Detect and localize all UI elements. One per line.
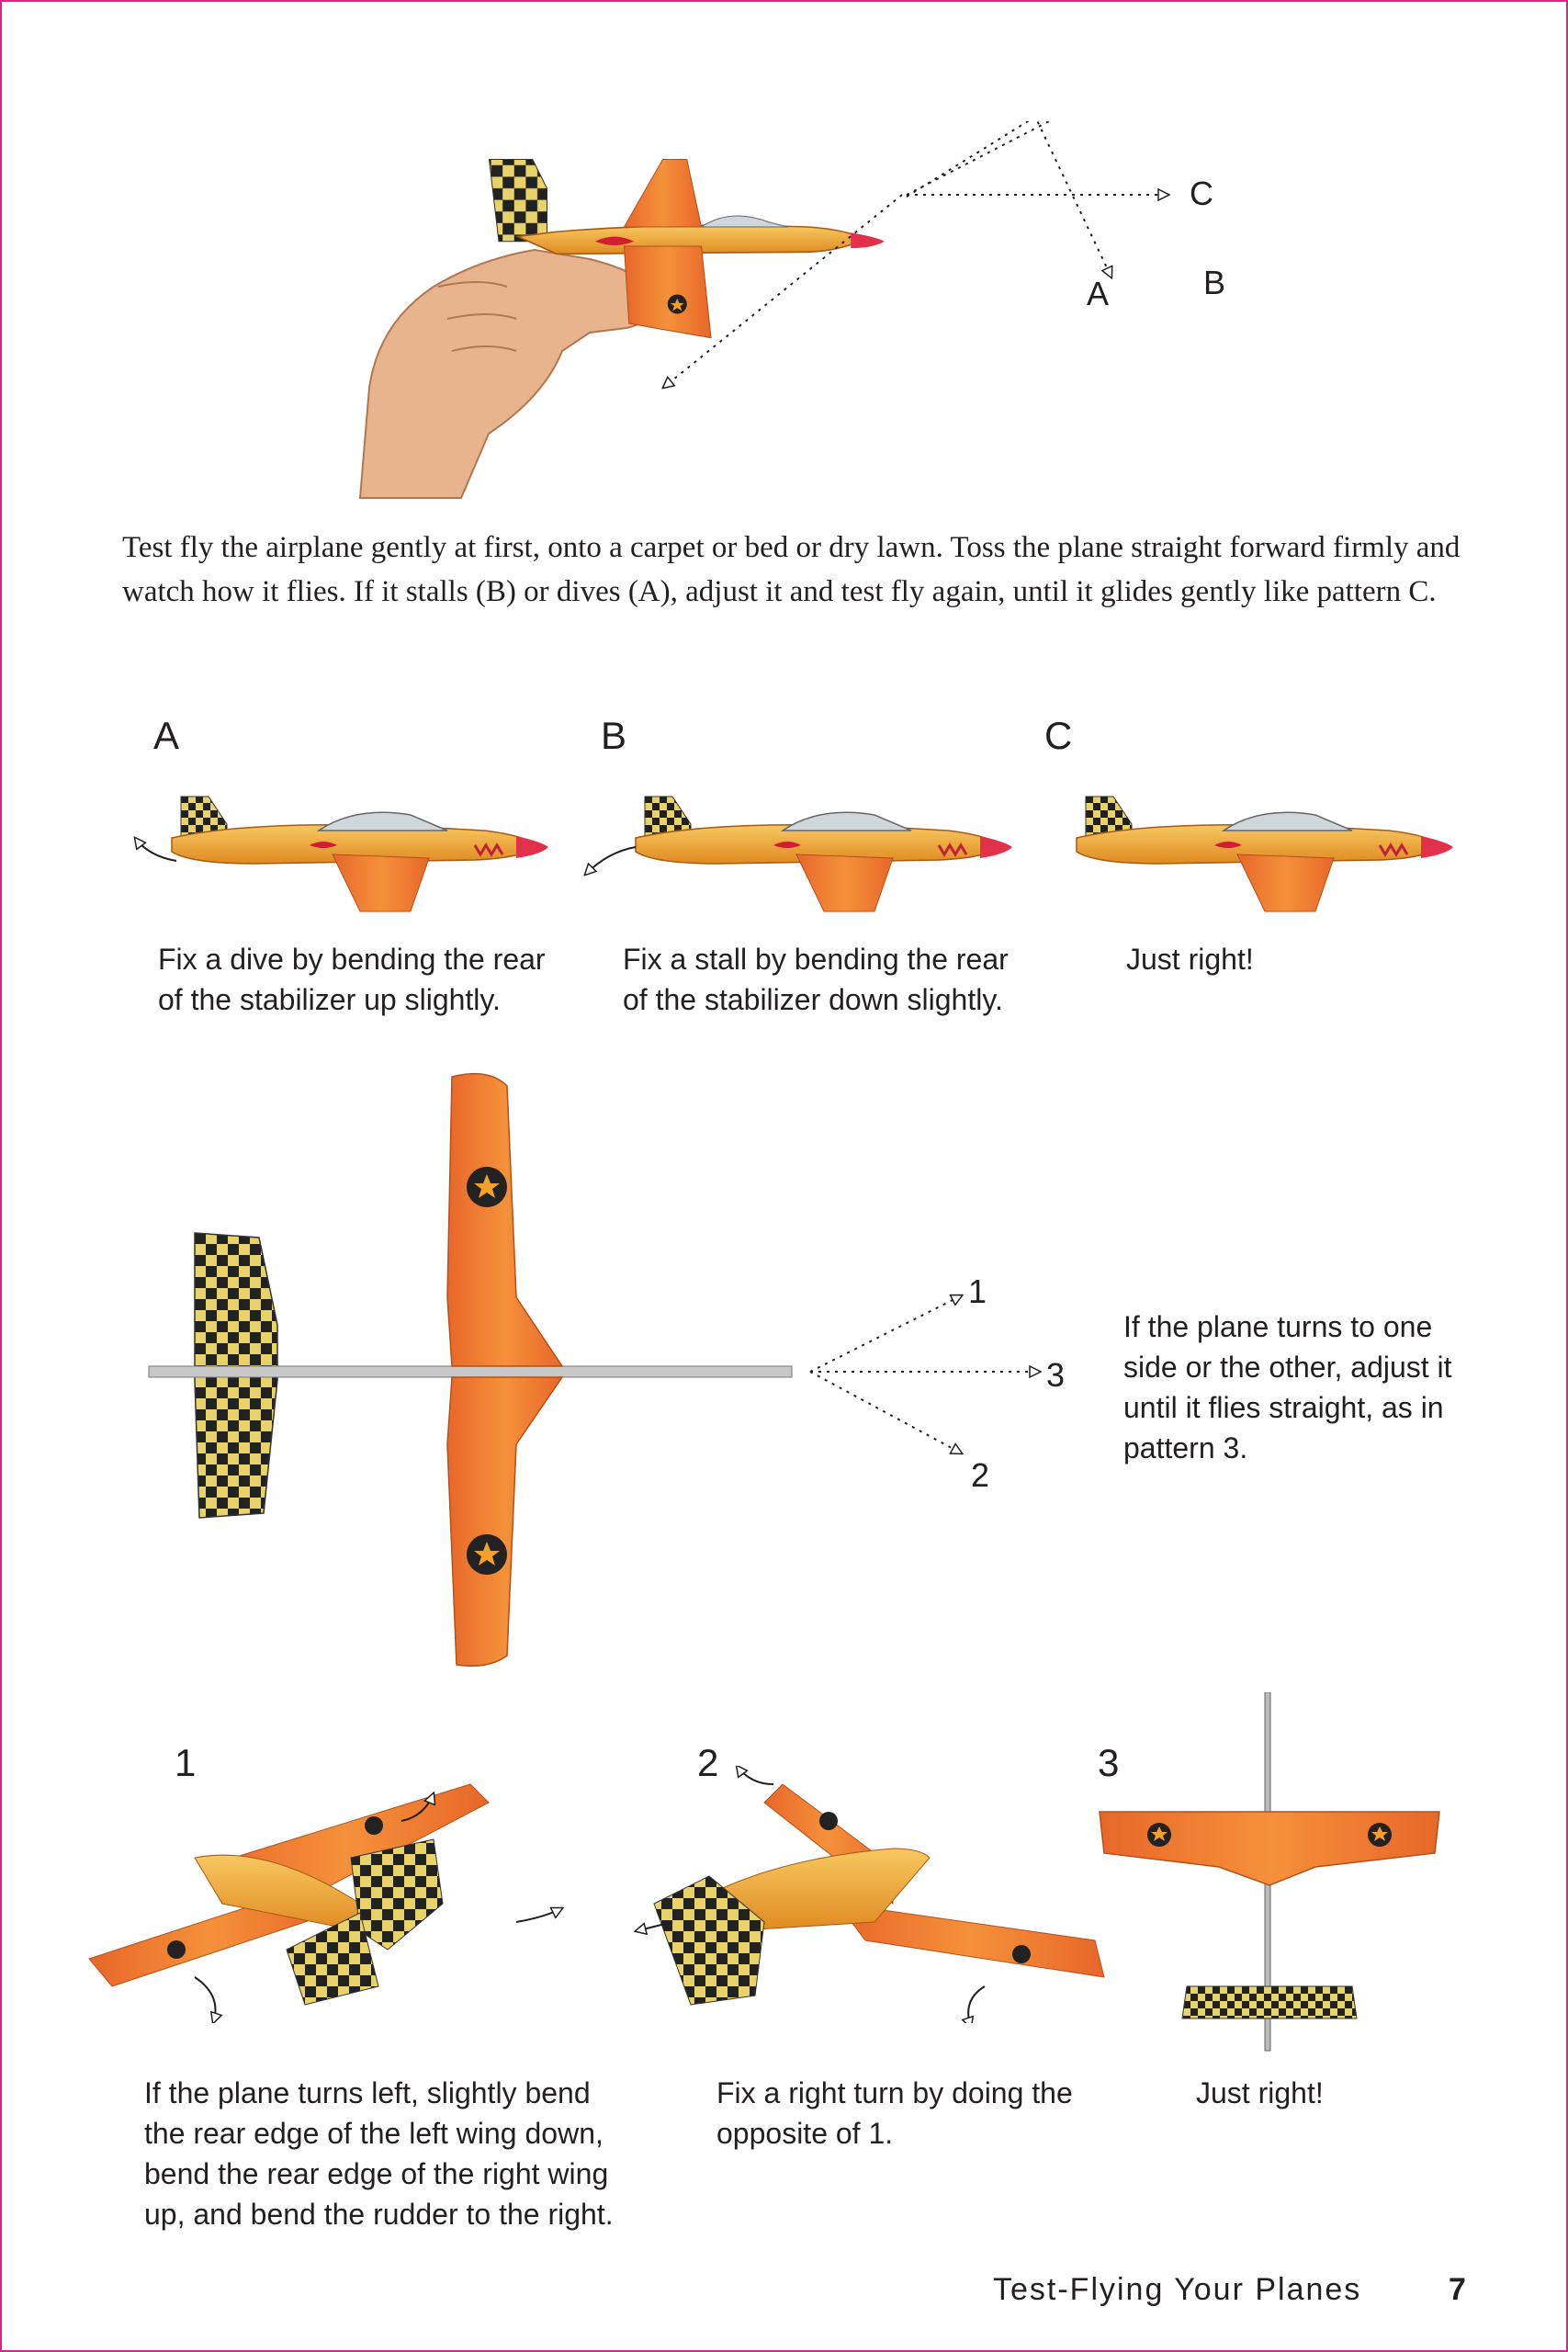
top-path-label-2: 2 [971, 1456, 990, 1494]
panel-c-letter: C [1044, 714, 1073, 757]
path-2 [809, 1371, 962, 1453]
turn-panel-2-caption: Fix a right turn by doing the opposite o… [716, 2076, 1073, 2150]
top-path-label-3: 3 [1046, 1356, 1066, 1394]
turn-panel-1-plane [88, 1783, 599, 2023]
path-1 [809, 1295, 962, 1373]
page-number: 7 [1449, 2272, 1466, 2307]
panel-a-plane [126, 795, 550, 913]
hero-label-a: A [1087, 275, 1110, 312]
top-path-label-1: 1 [968, 1272, 987, 1310]
turn-panel-2-number: 2 [697, 1741, 719, 1784]
panel-a-caption: Fix a dive by bending the rear of the st… [158, 943, 546, 1016]
top-view-caption: If the plane turns to one side or the ot… [1123, 1310, 1452, 1464]
top-view-plane [148, 1072, 793, 1667]
turn-panel-3-number: 3 [1098, 1741, 1120, 1784]
panel-b-plane [571, 795, 1012, 913]
hand-holding-plane [358, 248, 656, 499]
panel-a-letter: A [153, 714, 180, 757]
intro-paragraph: Test fly the airplane gently at first, o… [122, 531, 1461, 608]
hero-path-b [906, 121, 1111, 277]
panel-b-caption: Fix a stall by bending the rear of the s… [623, 943, 1009, 1016]
stabilizer-up-arrow [135, 838, 177, 862]
top-view-flight-paths [809, 1295, 1040, 1453]
panel-c-plane [1075, 795, 1455, 913]
footer-title: Test-Flying Your Planes [993, 2272, 1362, 2307]
turn-panel-3-caption: Just right! [1196, 2076, 1324, 2109]
turn-panel-1-caption: If the plane turns left, slightly bend t… [144, 2076, 614, 2231]
turn-panel-2-plane [617, 1766, 1105, 2023]
panel-c-caption: Just right! [1126, 943, 1254, 976]
hero-illustration [358, 121, 1269, 499]
top-view-illustration [148, 1072, 1095, 1667]
hero-label-c: C [1190, 175, 1213, 212]
hero-path-a [663, 194, 903, 388]
hero-flight-paths [663, 121, 1168, 388]
stabilizer-down-arrow [585, 846, 637, 875]
panel-b-letter: B [601, 714, 627, 757]
hero-plane [488, 158, 885, 339]
turn-panel-3-plane [1099, 1692, 1440, 2052]
turn-panel-1-number: 1 [175, 1741, 197, 1784]
hero-label-b: B [1203, 264, 1226, 301]
